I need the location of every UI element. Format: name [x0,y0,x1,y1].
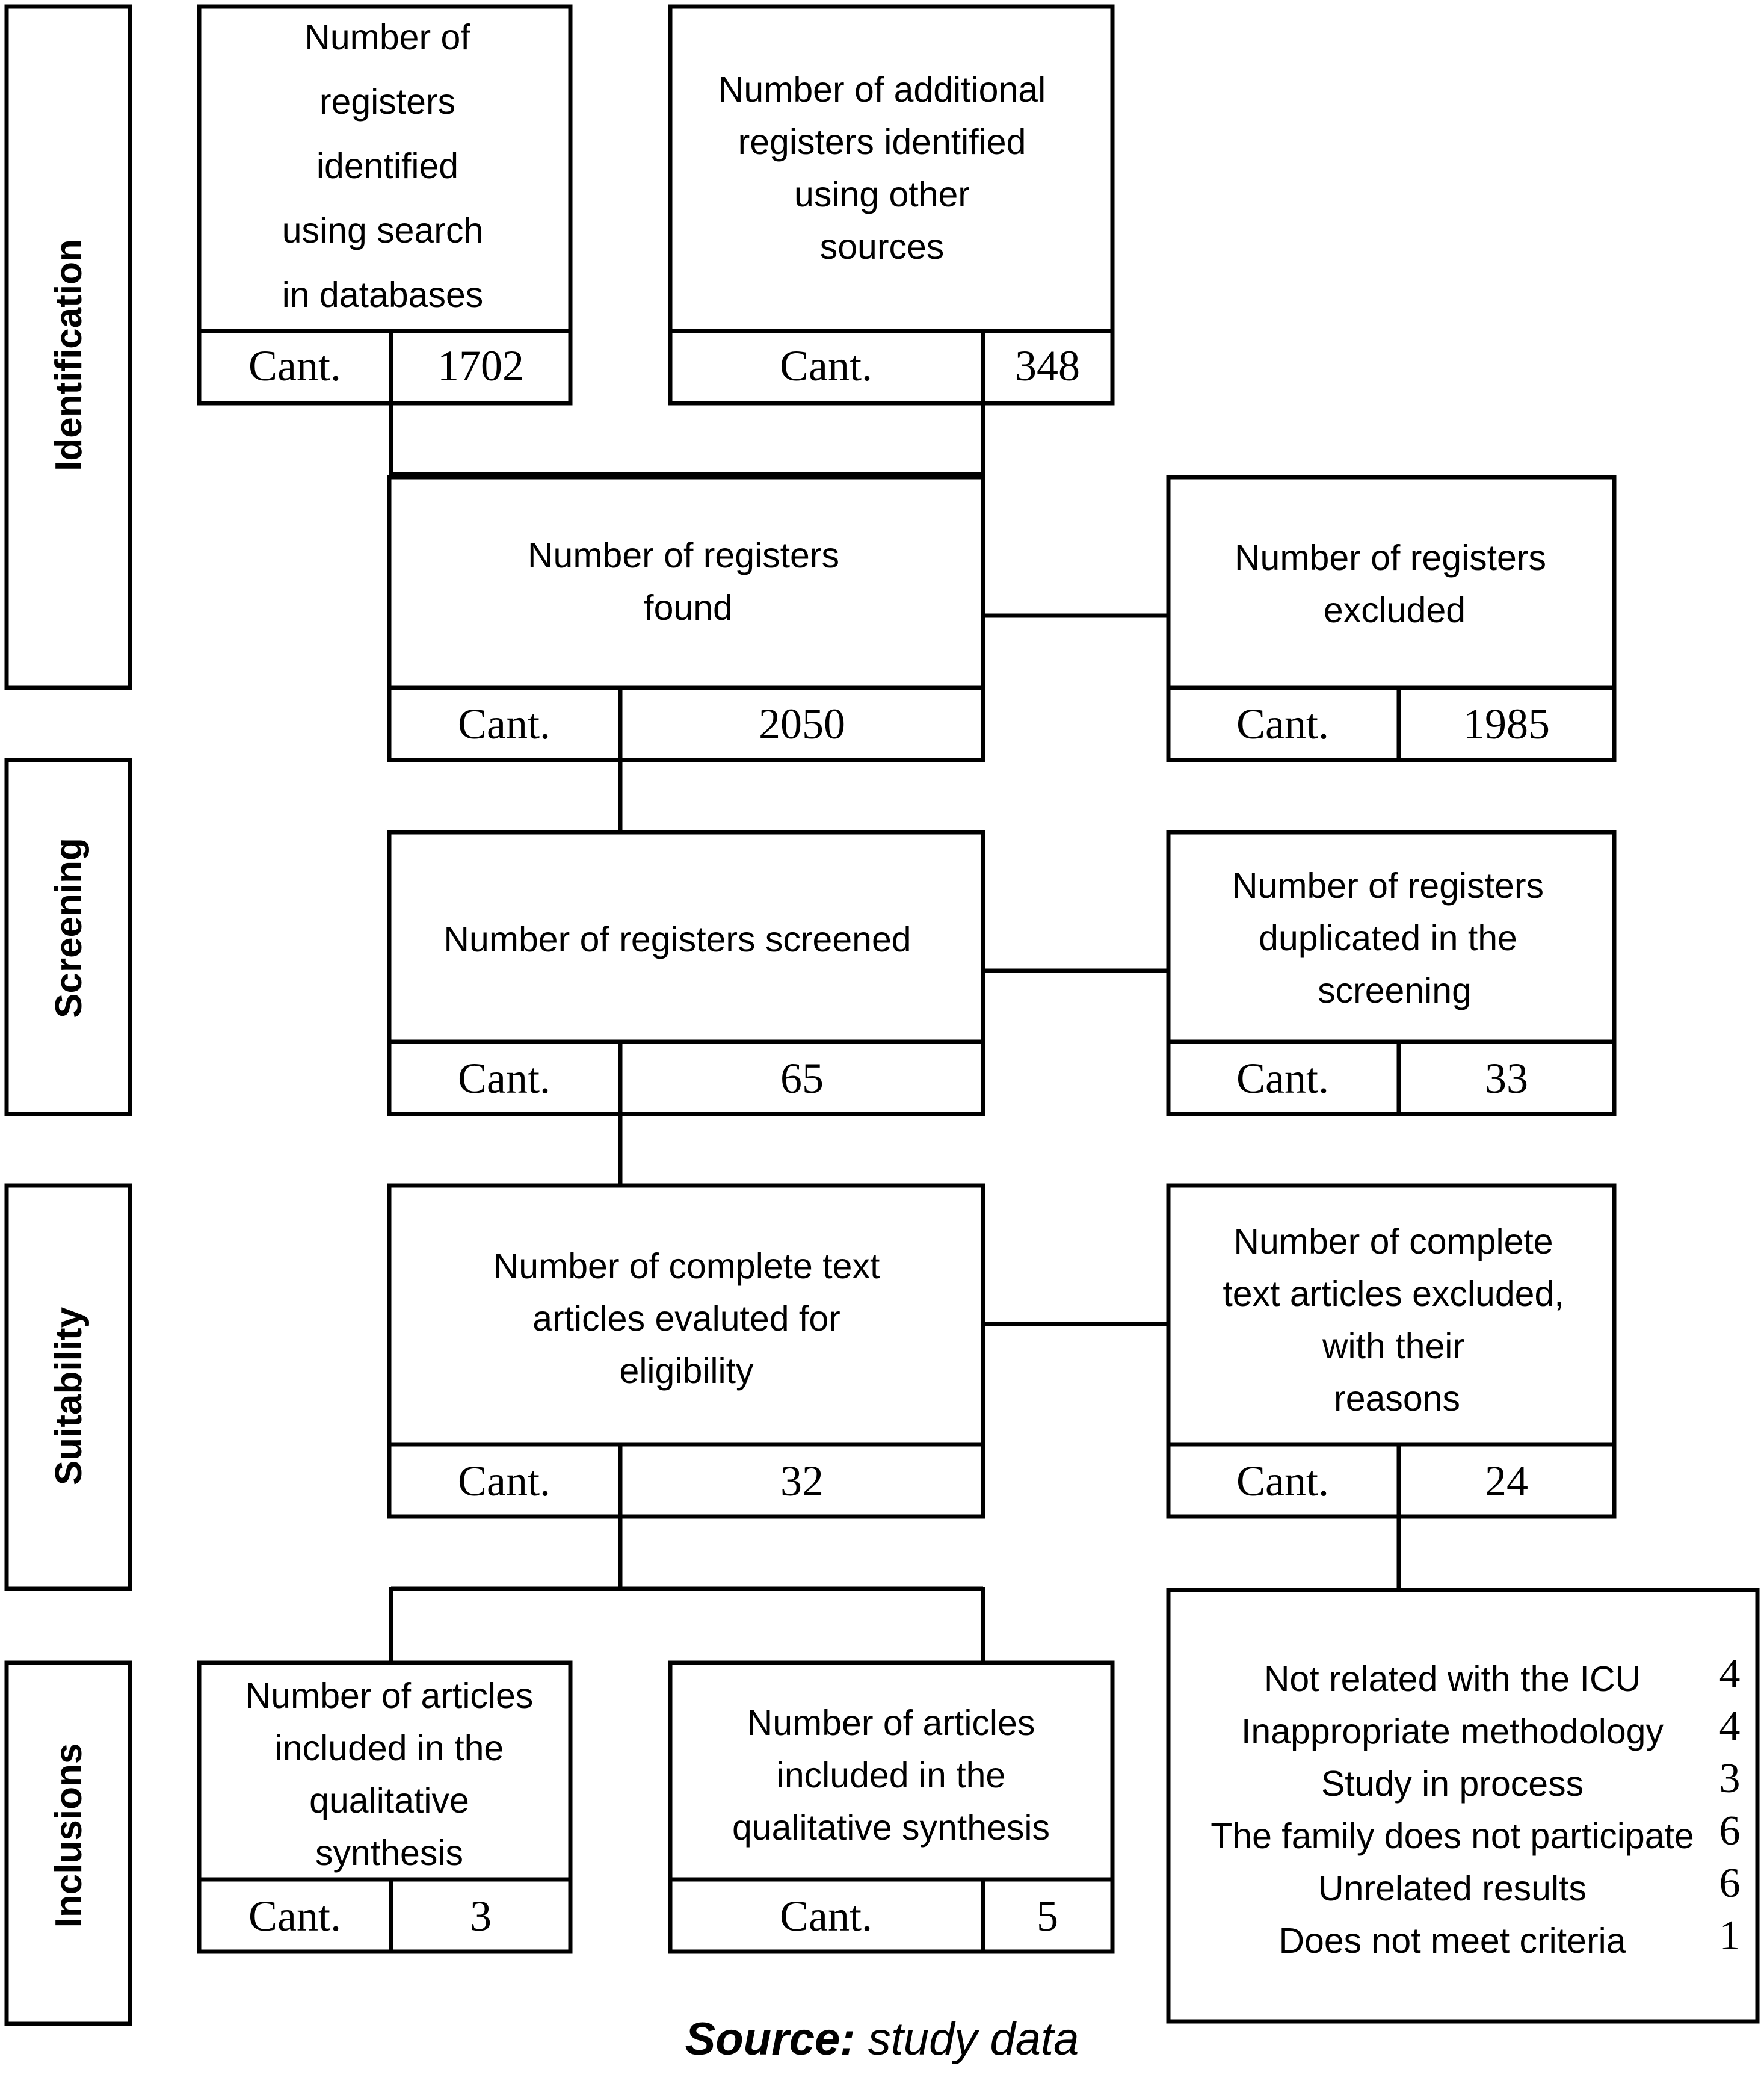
box-qualitative-2: Number of articles included in the quali… [668,1660,1115,1954]
reason-count-2: 4 [1719,1703,1741,1749]
phase-label-suitability: Suitability [48,1307,90,1485]
databases-cant-label: Cant. [248,342,341,390]
databases-line-4: using search [282,211,484,250]
reason-label-6: Does not meet criteria [1278,1921,1626,1961]
phase-suitability: Suitability [4,1183,132,1591]
other-sources-line-3: using other [794,175,970,214]
other-sources-line-4: sources [820,227,945,267]
duplicated-line-3: screening [1318,971,1472,1010]
duplicated-line-2: duplicated in the [1259,918,1517,958]
reason-label-4: The family does not participate [1210,1816,1694,1856]
source-note: Source: study data [0,2013,1764,2065]
connectors [389,403,1401,1663]
excluded-line-1: Number of registers [1235,538,1546,578]
reason-label-5: Unrelated results [1318,1869,1587,1908]
reason-count-1: 4 [1719,1651,1741,1697]
source-prefix: Source: [685,2014,856,2065]
box-databases: Number of registers identified using sea… [197,4,573,406]
databases-line-2: registers [319,82,455,122]
found-cant-value: 2050 [759,700,845,748]
qualitative-2-line-1: Number of articles [747,1703,1035,1743]
reason-count-5: 6 [1719,1860,1741,1906]
excluded-line-2: excluded [1324,590,1466,630]
databases-cant-value: 1702 [437,342,524,390]
qualitative-2-cant-label: Cant. [780,1892,872,1940]
phase-label-screening: Screening [48,838,90,1018]
qualitative-1-line-3: qualitative [309,1781,469,1820]
eligibility-line-3: eligibility [620,1351,754,1391]
reason-label-1: Not related with the ICU [1264,1659,1641,1699]
reason-count-4: 6 [1719,1808,1741,1854]
phase-identification: Identification [4,4,132,690]
databases-line-5: in databases [282,275,484,315]
box-qualitative-1: Number of articles included in the quali… [197,1660,573,1954]
text-excluded-line-4: reasons [1334,1379,1460,1418]
excluded-cant-label: Cant. [1236,700,1329,748]
found-cant-label: Cant. [458,700,550,748]
qualitative-1-line-1: Number of articles [245,1676,534,1716]
screened-cant-value: 65 [780,1054,824,1102]
eligibility-cant-value: 32 [780,1457,824,1505]
qualitative-1-cant-label: Cant. [248,1892,341,1940]
databases-line-1: Number of [304,17,470,57]
duplicated-cant-value: 33 [1485,1054,1528,1102]
phase-label-identification: Identification [48,239,90,471]
other-sources-cant-label: Cant. [780,342,872,390]
databases-line-3: identified [316,146,458,186]
screened-cant-label: Cant. [458,1054,550,1102]
box-text-excluded: Number of complete text articles exclude… [1166,1183,1617,1519]
qualitative-1-line-4: synthesis [315,1833,463,1873]
other-sources-cant-value: 348 [1015,342,1080,390]
qualitative-1-cant-value: 3 [470,1892,492,1940]
excluded-cant-value: 1985 [1463,700,1550,748]
eligibility-line-2: articles evaluted for [532,1299,840,1338]
eligibility-cant-label: Cant. [458,1457,550,1505]
qualitative-2-cant-value: 5 [1037,1892,1058,1940]
duplicated-cant-label: Cant. [1236,1054,1329,1102]
qualitative-1-line-2: included in the [275,1728,504,1768]
phase-label-inclusions: Inclusions [48,1743,90,1928]
phase-inclusions: Inclusions [4,1660,132,2026]
box-other-sources: Number of additional registers identifie… [668,4,1115,406]
box-exclusion-reasons: Not related with the ICU 4 Inappropriate… [1166,1588,1760,2024]
reason-count-3: 3 [1719,1755,1741,1802]
box-duplicated: Number of registers duplicated in the sc… [1166,830,1617,1116]
qualitative-2-line-3: qualitative synthesis [732,1808,1050,1848]
phase-screening: Screening [4,758,132,1116]
qualitative-2-line-2: included in the [777,1755,1006,1795]
text-excluded-line-3: with their [1322,1326,1464,1366]
text-excluded-line-2: text articles excluded, [1223,1274,1564,1314]
text-excluded-line-1: Number of complete [1233,1222,1553,1261]
box-eligibility: Number of complete text articles evalute… [387,1183,985,1519]
other-sources-line-2: registers identified [738,122,1026,162]
found-line-1: Number of registers [528,536,839,575]
screened-line-1: Number of registers screened [443,920,911,959]
text-excluded-cant-label: Cant. [1236,1457,1329,1505]
box-excluded: Number of registers excluded Cant. 1985 [1166,475,1617,762]
box-screened: Number of registers screened Cant. 65 [387,830,985,1116]
eligibility-line-1: Number of complete text [493,1246,880,1286]
duplicated-line-1: Number of registers [1232,866,1544,906]
reason-label-2: Inappropriate methodology [1241,1712,1664,1751]
reason-count-6: 1 [1719,1913,1741,1959]
source-text: study data [855,2014,1079,2065]
text-excluded-cant-value: 24 [1485,1457,1528,1505]
other-sources-line-1: Number of additional [718,70,1046,110]
reason-label-3: Study in process [1321,1764,1584,1804]
box-found: Number of registers found Cant. 2050 [387,475,985,762]
found-line-2: found [644,588,733,628]
